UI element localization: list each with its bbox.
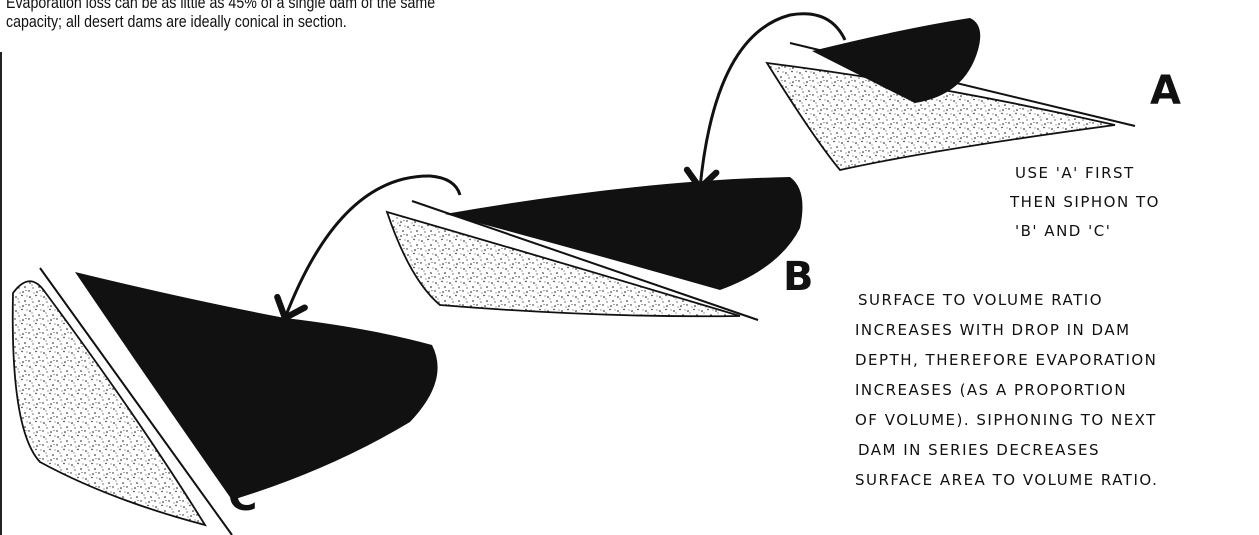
- note-ratio-line-1: SURFACE TO VOLUME RATIO: [858, 291, 1103, 309]
- note-a-line-3: 'B' AND 'C': [1015, 222, 1111, 240]
- note-ratio-line-2: INCREASES WITH DROP IN DAM: [855, 321, 1131, 339]
- note-ratio-line-3: DEPTH, THEREFORE EVAPORATION: [855, 351, 1157, 369]
- note-ratio-line-4: INCREASES (AS A PROPORTION: [855, 381, 1127, 399]
- note-ratio-line-7: SURFACE AREA TO VOLUME RATIO.: [855, 471, 1158, 489]
- note-ratio-line-5: OF VOLUME). SIPHONING TO NEXT: [855, 411, 1157, 429]
- note-a-line-2: THEN SIPHON TO: [1009, 193, 1160, 211]
- note-ratio-line-6: DAM IN SERIES DECREASES: [858, 441, 1100, 459]
- note-a-line-1: USE 'A' FIRST: [1015, 164, 1135, 182]
